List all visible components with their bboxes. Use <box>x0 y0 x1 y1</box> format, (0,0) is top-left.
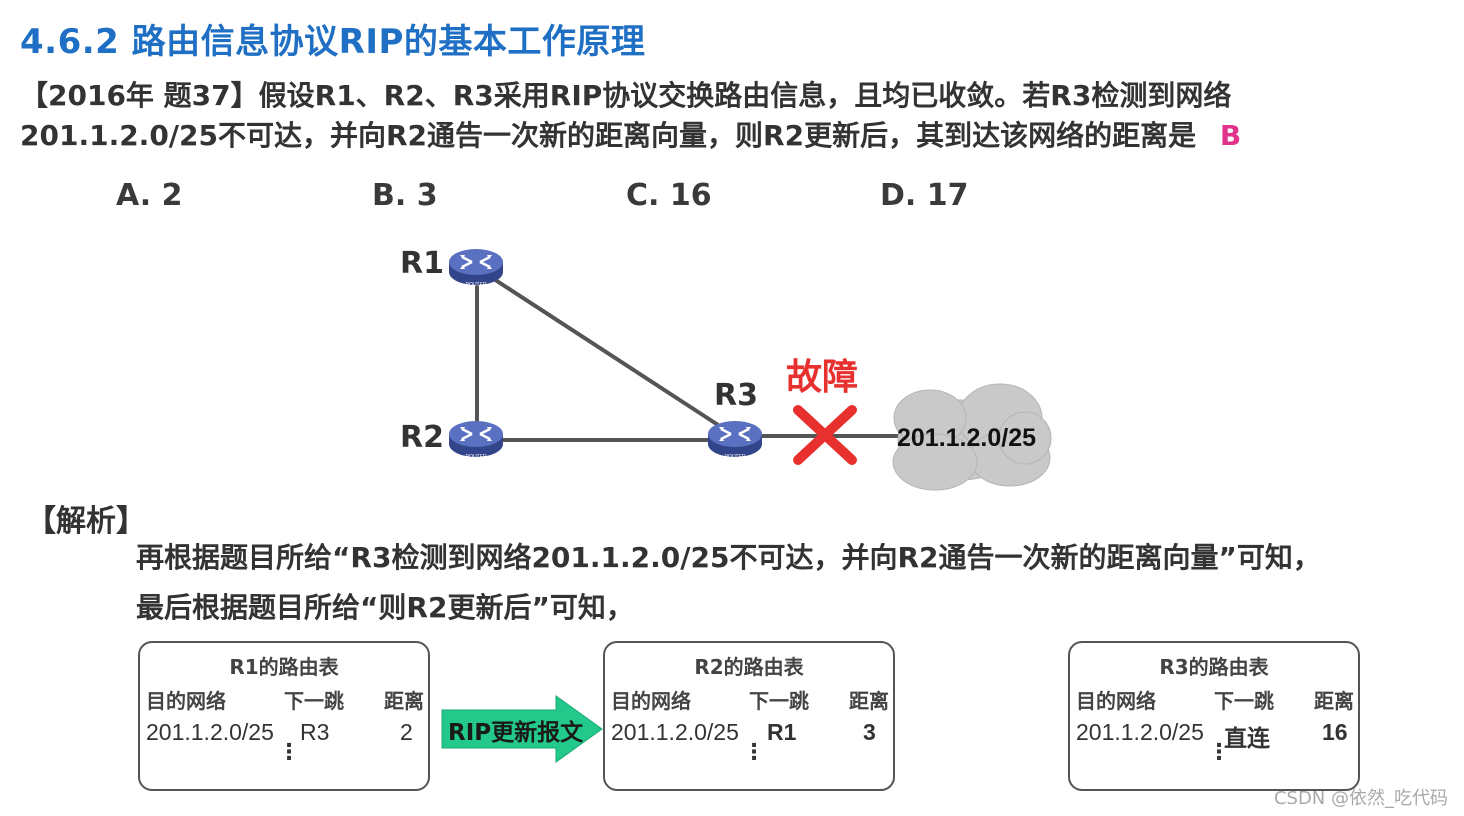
header-destination: 目的网络 <box>611 685 691 714</box>
router-r1-icon <box>449 249 503 285</box>
header-next-hop: 下一跳 <box>284 685 344 714</box>
header-distance: 距离 <box>849 685 889 714</box>
router-r3-icon <box>708 421 762 457</box>
routing-table-r1: R1的路由表 目的网络 下一跳 距离 201.1.2.0/25 R3 2 ⋮ <box>138 641 430 791</box>
header-destination: 目的网络 <box>1076 685 1156 714</box>
router-r2-label: R2 <box>400 420 444 455</box>
router-r2-caption: ROUTER <box>465 454 487 460</box>
analysis-line-2: 最后根据题目所给“则R2更新后”可知， <box>136 586 634 626</box>
network-address-label: 201.1.2.0/25 <box>897 424 1036 453</box>
router-r3-label: R3 <box>714 378 758 413</box>
cell-next-hop: 直连 <box>1224 719 1270 753</box>
more-rows-indicator: ⋮ <box>743 747 765 758</box>
cell-distance: 3 <box>863 719 876 746</box>
watermark: CSDN @依然_吃代码 <box>1274 784 1448 810</box>
cell-destination: 201.1.2.0/25 <box>1076 719 1204 746</box>
cell-distance: 16 <box>1322 719 1348 746</box>
router-r1-label: R1 <box>400 246 444 281</box>
table-title: R2的路由表 <box>605 651 893 680</box>
cell-destination: 201.1.2.0/25 <box>146 719 274 746</box>
more-rows-indicator: ⋮ <box>1208 747 1230 758</box>
router-r3-caption: ROUTER <box>724 454 746 460</box>
more-rows-indicator: ⋮ <box>278 747 300 758</box>
link-r1-r3 <box>477 268 735 436</box>
cell-next-hop: R1 <box>767 719 796 746</box>
analysis-heading: 【解析】 <box>26 496 146 540</box>
table-title: R1的路由表 <box>140 651 428 680</box>
cell-distance: 2 <box>400 719 413 746</box>
router-r1-caption: ROUTER <box>465 282 487 288</box>
router-r2-icon <box>449 421 503 457</box>
table-title: R3的路由表 <box>1070 651 1358 680</box>
fault-label: 故障 <box>786 348 858 400</box>
routing-table-r2: R2的路由表 目的网络 下一跳 距离 201.1.2.0/25 R1 3 ⋮ <box>603 641 895 791</box>
header-destination: 目的网络 <box>146 685 226 714</box>
header-next-hop: 下一跳 <box>1214 685 1274 714</box>
cell-destination: 201.1.2.0/25 <box>611 719 739 746</box>
routing-table-r3: R3的路由表 目的网络 下一跳 距离 201.1.2.0/25 直连 16 ⋮ <box>1068 641 1360 791</box>
header-distance: 距离 <box>384 685 424 714</box>
header-distance: 距离 <box>1314 685 1354 714</box>
cell-next-hop: R3 <box>300 719 329 746</box>
rip-update-label: RIP更新报文 <box>448 713 583 747</box>
header-next-hop: 下一跳 <box>749 685 809 714</box>
analysis-line-1: 再根据题目所给“R3检测到网络201.1.2.0/25不可达，并向R2通告一次新… <box>136 536 1321 576</box>
